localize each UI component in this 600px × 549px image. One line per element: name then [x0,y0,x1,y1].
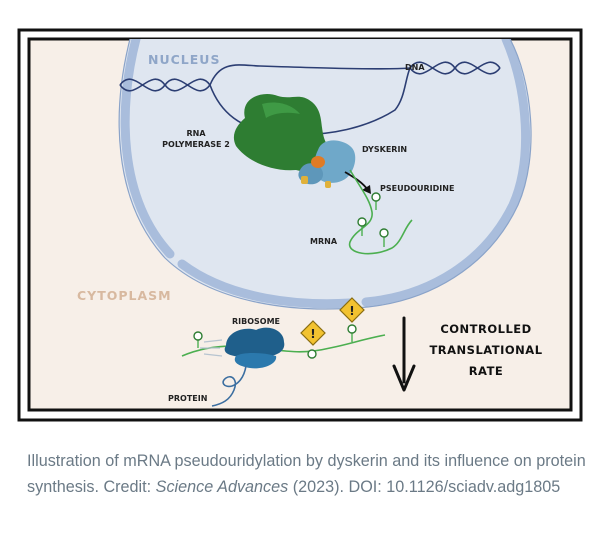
nuclear-envelope [120,39,175,259]
caption-text: Illustration of mRNA pseudouridylation b… [27,452,586,496]
dna-strand [119,61,501,92]
caption-doi: (2023). DOI: 10.1126/sciadv.adg1805 [288,478,561,496]
down-arrow-head [392,364,416,392]
pseudouridine-marker [193,331,203,348]
label-pseudouridine: PSEUDOURIDINE [380,184,454,193]
pseudouridine-marker [371,192,381,210]
label-mrna: MRNA [310,237,338,246]
label-ribosome: RIBOSOME [232,317,280,326]
label-controlled-rate: TRANSLATIONAL [429,343,542,357]
ribosome-small-subunit [234,353,277,369]
ribosome-motion-lines [200,339,223,357]
warning-icon: ! [300,320,326,346]
protein-chain [211,365,247,407]
warning-icon: ! [339,297,365,323]
rna-polymerase [233,94,331,172]
pseudouridine-marker [307,349,317,359]
caption-journal: Science Advances [155,478,289,496]
figure-caption: Illustration of mRNA pseudouridylation b… [27,448,587,500]
illustration-figure: ! ! NUCLEUS DNA RNA POLYMERASE 2 DYSKERI… [17,28,583,422]
ribosome [224,327,285,358]
svg-text:!: ! [310,327,315,341]
arrow-head [362,185,371,194]
label-dna: DNA [405,63,425,72]
pseudouridine-marker [347,324,357,342]
yellow-cofactor [325,181,331,188]
label-dyskerin: DYSKERIN [362,145,407,154]
cytoplasm-mrna-strand [181,334,386,357]
label-rna-polymerase: POLYMERASE 2 [162,140,230,149]
label-controlled-rate: CONTROLLED [440,322,531,336]
label-protein: PROTEIN [168,394,207,403]
pseudouridine-marker [357,217,367,236]
dna-bubble [209,64,411,86]
pseudouridine-marker [379,228,389,247]
dna-bubble [209,67,411,136]
mrna-strand [349,169,413,255]
label-rna-polymerase: RNA [186,129,206,138]
label-nucleus: NUCLEUS [148,52,220,67]
yellow-cofactor [301,176,308,184]
rna-polymerase-highlight [262,102,300,118]
label-controlled-rate: RATE [469,364,504,378]
orange-cofactor [311,156,325,168]
nuclear-envelope [177,259,355,309]
label-cytoplasm: CYTOPLASM [77,288,172,303]
nuclear-envelope [361,39,531,307]
svg-text:!: ! [349,304,354,318]
